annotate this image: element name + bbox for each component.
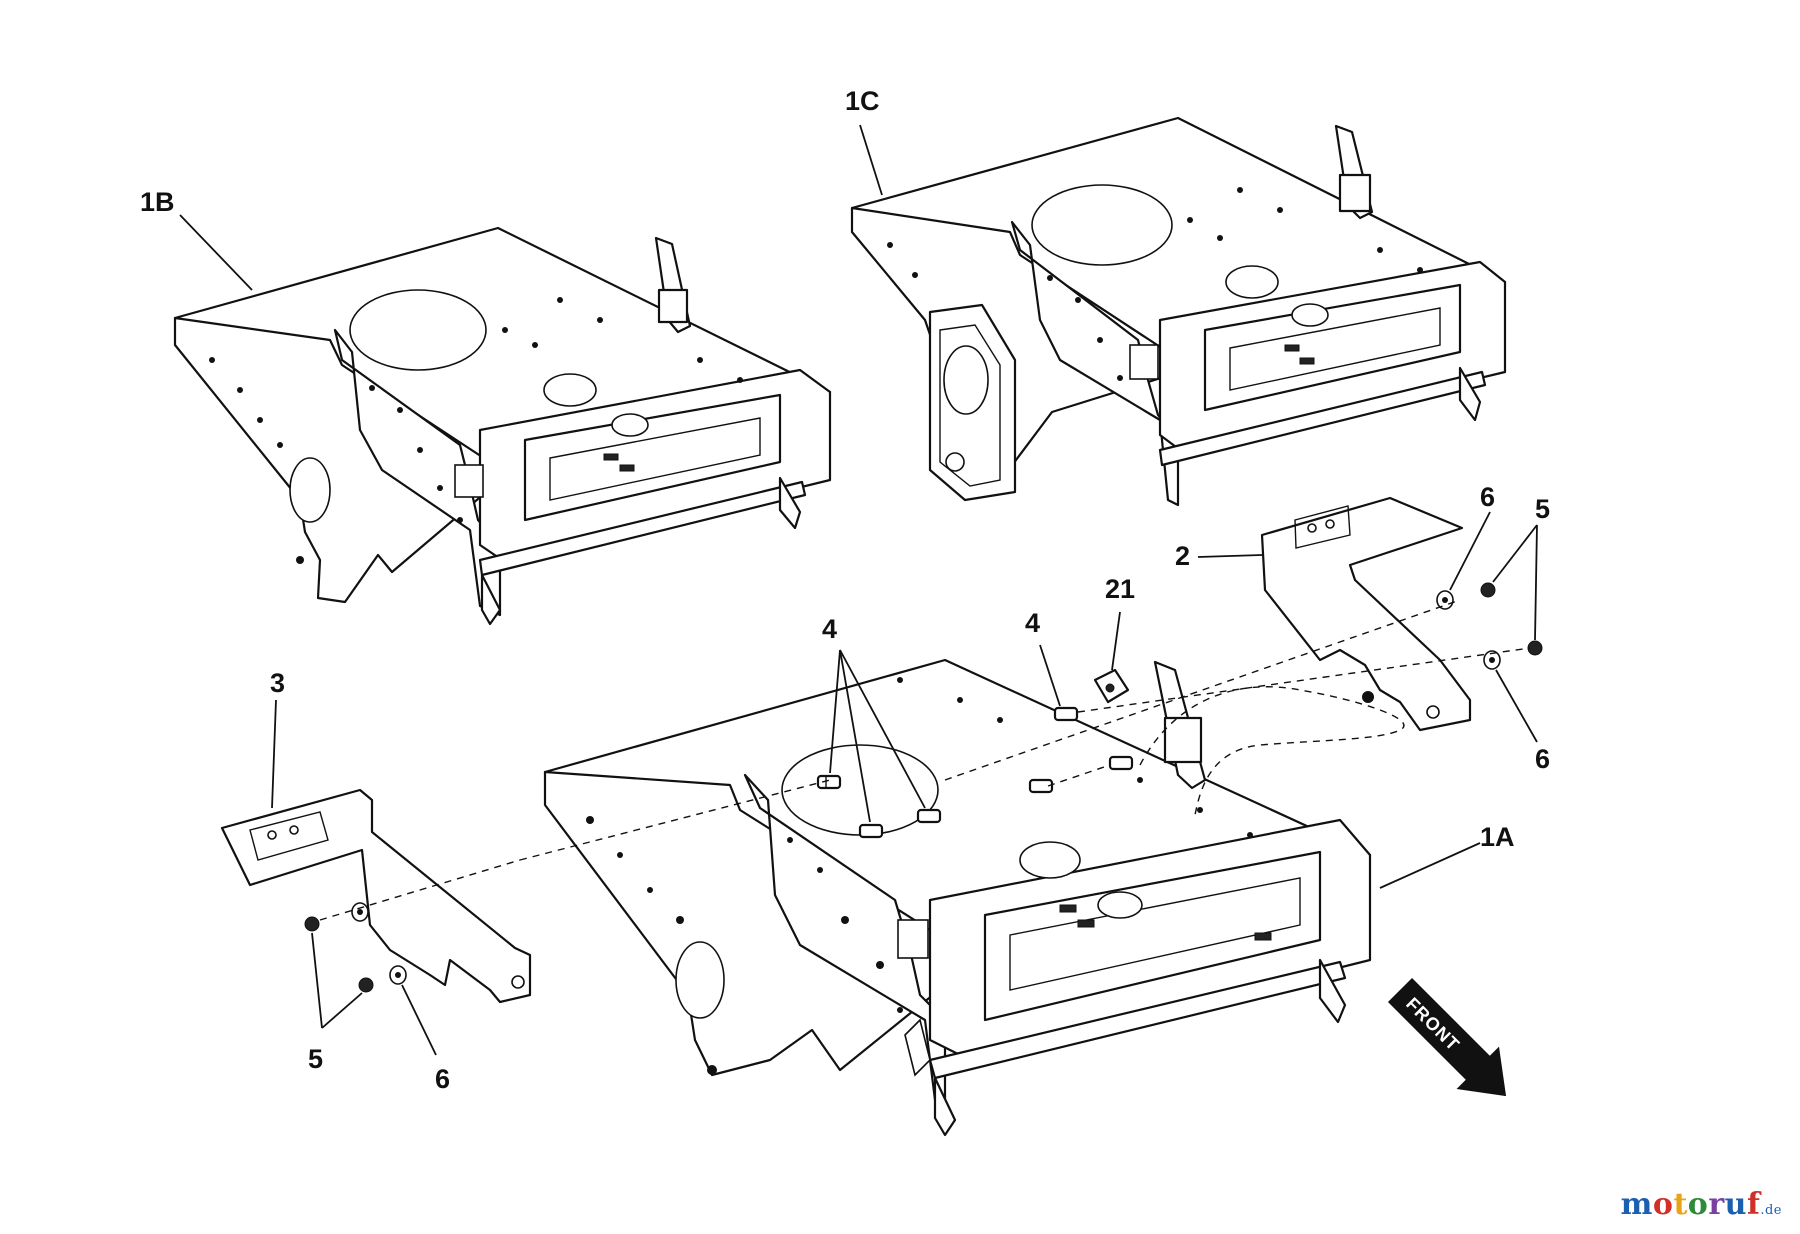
watermark-letter: m xyxy=(1620,1187,1653,1222)
washer-6-right-a xyxy=(1436,590,1454,610)
callout-21: 21 xyxy=(1105,574,1135,604)
clip-21 xyxy=(1093,668,1130,704)
callout-1c: 1C xyxy=(845,86,880,116)
callout-labels: 1B 1C 1A 2 3 4 4 21 6 5 6 5 6 xyxy=(140,86,1550,1094)
bolt-4-right-b xyxy=(1108,755,1134,771)
watermark-suffix: .de xyxy=(1760,1203,1782,1218)
bolt-4-right-c xyxy=(1028,778,1054,794)
washer-6-left-b xyxy=(389,965,407,985)
callout-6-left: 6 xyxy=(435,1064,450,1094)
watermark-text: motoruf xyxy=(1621,1187,1761,1222)
washer-6-left-a xyxy=(351,902,369,922)
callout-6-upper-right: 6 xyxy=(1480,482,1495,512)
bolt-4-upper-a xyxy=(816,774,842,790)
frame-1a xyxy=(543,658,1372,1137)
nut-5-left-a xyxy=(304,916,320,932)
callout-5-right: 5 xyxy=(1535,494,1550,524)
frame-1c xyxy=(850,116,1507,507)
watermark-letter: o xyxy=(1687,1187,1709,1222)
callout-5-left: 5 xyxy=(308,1044,323,1074)
watermark-letter: t xyxy=(1673,1187,1688,1222)
bracket-3 xyxy=(220,788,532,1004)
callout-1a: 1A xyxy=(1480,822,1515,852)
assembly-lines xyxy=(319,599,1531,921)
leader-lines xyxy=(179,124,1538,1056)
callout-3: 3 xyxy=(270,668,285,698)
washer-6-right-b xyxy=(1483,650,1501,670)
callout-4-right: 4 xyxy=(1025,608,1040,638)
nut-5-right-b xyxy=(1527,640,1543,656)
watermark-letter: r xyxy=(1708,1187,1725,1222)
watermark-letter: f xyxy=(1746,1187,1761,1222)
bracket-2 xyxy=(1260,496,1472,732)
callout-1b: 1B xyxy=(140,187,175,217)
callout-2: 2 xyxy=(1175,541,1190,571)
watermark-logo: motoruf.de xyxy=(1621,1187,1782,1222)
hardware xyxy=(304,582,1543,993)
nut-5-left-b xyxy=(358,977,374,993)
watermark-letter: u xyxy=(1724,1187,1747,1222)
frame-1b xyxy=(173,226,832,626)
bolt-4-upper-b xyxy=(858,823,884,839)
bolt-4-right-a xyxy=(1053,706,1079,722)
watermark-letter: o xyxy=(1652,1187,1674,1222)
front-arrow-icon: FRONT xyxy=(1387,977,1507,1097)
bolt-4-upper-c xyxy=(916,808,942,824)
callout-4-center: 4 xyxy=(822,614,837,644)
nut-5-right-a xyxy=(1480,582,1496,598)
callout-6-lower-right: 6 xyxy=(1535,744,1550,774)
